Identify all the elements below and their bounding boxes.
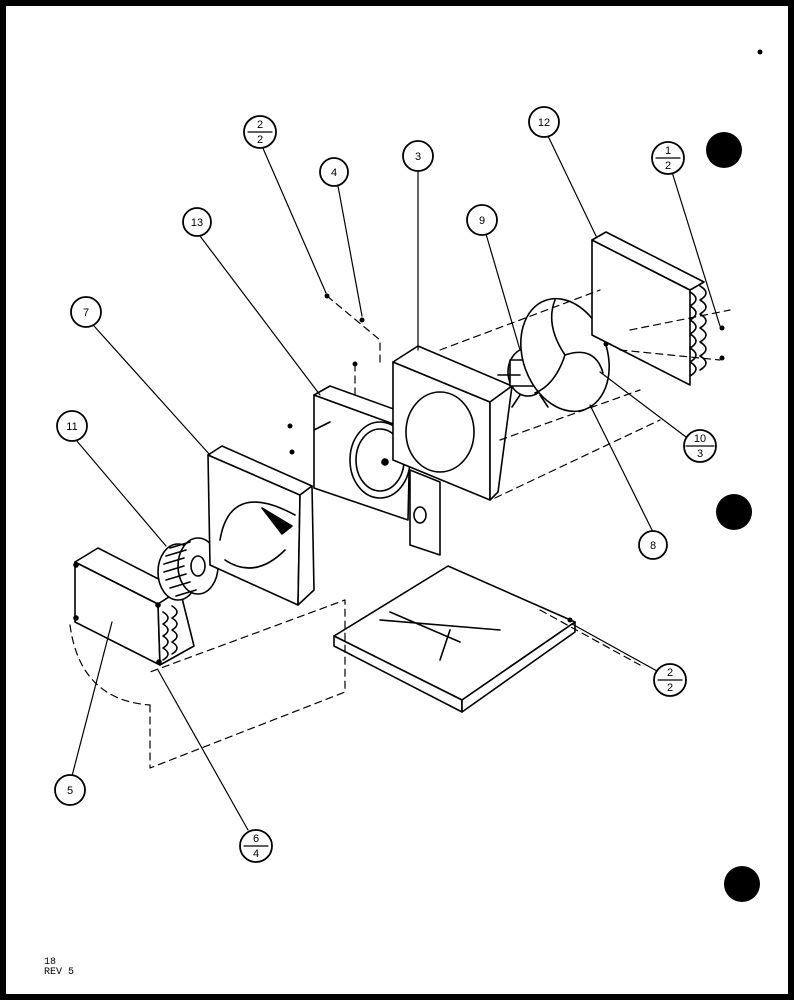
callout-2b-bottom: 2 [667,682,673,694]
callout-1-bottom: 2 [665,160,671,172]
condenser-coil-part [591,231,707,386]
callout-6-bottom: 4 [253,848,259,860]
callout-2b-top: 2 [667,667,673,679]
page-number: 18 [44,957,57,968]
callout-12: 12 [538,117,550,129]
registration-dots [706,132,760,902]
callout-10-bottom: 3 [697,448,703,460]
callout-labels: 2 2 4 3 13 7 11 9 12 1 2 10 3 8 2 2 5 6 … [66,117,706,860]
callout-4: 4 [331,167,337,179]
callout-11: 11 [66,421,77,433]
callout-10-top: 10 [694,433,706,445]
callout-9: 9 [479,215,485,227]
callout-1-top: 1 [665,145,671,157]
page-footer: 18 REV 5 [44,958,74,978]
callout-7: 7 [83,307,89,319]
callout-2a-bottom: 2 [257,134,263,146]
blower-housing-part [207,445,315,606]
screws [287,49,763,623]
base-pan-part [333,565,576,713]
callout-fraction-bars [243,131,715,847]
control-bracket-part [409,447,441,556]
callout-2a-top: 2 [257,119,263,131]
alignment-lines [69,289,731,769]
revision-label: REV 5 [44,967,75,978]
callout-5: 5 [67,785,73,797]
callout-8: 8 [650,540,656,552]
condenser-shroud-part [392,345,513,501]
leader-lines [71,135,721,831]
blower-wheel-part [157,537,219,601]
evaporator-coil-part [73,547,195,666]
callout-circles [54,106,717,863]
callout-13: 13 [191,217,203,229]
callout-6-top: 6 [253,833,259,845]
callout-3: 3 [415,151,421,163]
